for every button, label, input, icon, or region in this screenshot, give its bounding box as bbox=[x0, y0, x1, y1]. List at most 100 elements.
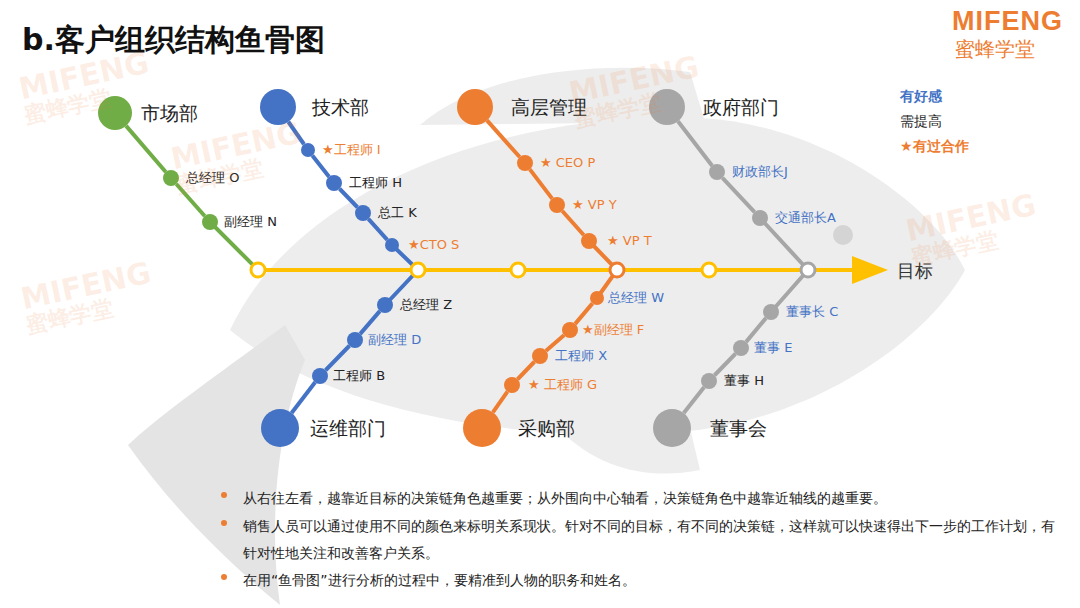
bone-segment bbox=[575, 303, 592, 324]
person-dot: ★ CEO P bbox=[517, 155, 533, 171]
spine-joint bbox=[702, 263, 716, 277]
category-label: 技术部 bbox=[312, 96, 369, 119]
person-dot: ★ VP Y bbox=[549, 197, 565, 213]
person-label: ★副经理 F bbox=[582, 322, 644, 338]
person-dot: 董事 E bbox=[733, 340, 749, 356]
bullet-dot bbox=[221, 492, 227, 498]
person-dot: 董事长 C bbox=[763, 304, 779, 320]
category-label: 市场部 bbox=[141, 102, 198, 125]
bone-stubs bbox=[210, 218, 808, 312]
category-circle: 运维部门 bbox=[261, 409, 299, 447]
bone-stub bbox=[760, 218, 808, 270]
person-label: 董事长 C bbox=[786, 304, 838, 320]
spine-joint bbox=[801, 263, 815, 277]
bone-line bbox=[518, 362, 535, 379]
person-dot: 副经理 D bbox=[347, 332, 363, 348]
person-dot: 总工 K bbox=[355, 205, 371, 221]
bone-line bbox=[326, 346, 350, 371]
person-dot: 董事 H bbox=[701, 373, 717, 389]
bone-line bbox=[312, 155, 329, 176]
person-dot: 工程师 H bbox=[326, 175, 342, 191]
note-text: 销售人员可以通过使用不同的颜色来标明关系现状。针对不同的目标，有不同的决策链，这… bbox=[243, 513, 1058, 567]
bone-segment bbox=[746, 318, 766, 342]
person-label: ★ CEO P bbox=[540, 155, 595, 171]
bone-line bbox=[530, 169, 552, 198]
person-label: 董事 H bbox=[724, 373, 764, 389]
logo-text: 蜜蜂学堂 bbox=[955, 36, 1035, 63]
person-dot: 工程师 X bbox=[532, 348, 548, 364]
category-circle: 高层管理 bbox=[457, 89, 493, 125]
person-label: ★工程师 I bbox=[322, 142, 381, 158]
bone-line bbox=[715, 354, 736, 376]
bone-segment bbox=[530, 169, 552, 198]
bone-segment bbox=[368, 219, 387, 240]
person-label: 总经理 Z bbox=[400, 297, 452, 313]
title: b.客户组织结构鱼骨图 bbox=[22, 20, 325, 61]
bone-line bbox=[575, 303, 592, 324]
person-label: 副经理 N bbox=[224, 214, 277, 230]
person-label: ★ VP Y bbox=[572, 197, 617, 213]
bone-line bbox=[340, 189, 358, 207]
spine-joint bbox=[610, 263, 624, 277]
legend-entry: 有好感 bbox=[900, 88, 942, 106]
person-dot: 副经理 N bbox=[202, 214, 218, 230]
person-label: ★ VP T bbox=[607, 233, 652, 249]
bone-line bbox=[126, 126, 166, 172]
bullet-dot bbox=[221, 574, 227, 580]
person-dot: 总经理 W bbox=[590, 291, 604, 305]
bullet-dot bbox=[221, 520, 227, 526]
person-label: ★CTO S bbox=[408, 237, 459, 253]
bone-line bbox=[493, 392, 508, 413]
person-label: ★ 工程师 G bbox=[528, 377, 597, 393]
bone-segment bbox=[684, 387, 704, 413]
person-dot: ★副经理 F bbox=[562, 322, 578, 338]
person-dot: ★CTO S bbox=[385, 238, 399, 252]
bone-line bbox=[746, 318, 766, 342]
person-label: 工程师 B bbox=[333, 368, 385, 384]
bone-segment bbox=[518, 362, 535, 379]
category-label: 董事会 bbox=[710, 417, 767, 440]
person-dot: ★ VP T bbox=[581, 233, 597, 249]
person-label: 总工 K bbox=[378, 205, 417, 221]
person-label: 副经理 D bbox=[368, 332, 421, 348]
category-label: 运维部门 bbox=[310, 417, 386, 440]
bullet-dots bbox=[221, 492, 227, 580]
spine-joint bbox=[411, 263, 425, 277]
person-label: 财政部长J bbox=[732, 164, 788, 180]
spine-joints bbox=[251, 263, 815, 277]
bone-line bbox=[487, 120, 520, 157]
person-label: 工程师 H bbox=[349, 175, 402, 191]
person-label: 工程师 X bbox=[555, 348, 607, 364]
fish-body bbox=[230, 117, 965, 434]
person-dot: 工程师 B bbox=[312, 368, 328, 384]
bone-segment bbox=[493, 392, 508, 413]
note-text: 从右往左看，越靠近目标的决策链角色越重要；从外围向中心轴看，决策链角色中越靠近轴… bbox=[243, 485, 1058, 512]
logo-text: MIFENG bbox=[952, 6, 1063, 37]
bone-segment bbox=[562, 211, 583, 235]
person-label: 交通部长A bbox=[775, 210, 836, 226]
fish-tail bbox=[128, 325, 305, 605]
bone-line bbox=[722, 178, 754, 212]
legend-entry: 需提高 bbox=[900, 113, 942, 131]
bone-segment bbox=[678, 121, 712, 165]
bone-segment bbox=[312, 155, 329, 176]
person-dot: ★ 工程师 G bbox=[504, 377, 520, 393]
legend-entry: ★有过合作 bbox=[900, 138, 969, 156]
bone-segment bbox=[340, 189, 358, 207]
person-dot: 财政部长J bbox=[709, 164, 725, 180]
spine bbox=[258, 268, 858, 272]
spine-joint bbox=[511, 263, 525, 277]
bone-line bbox=[368, 219, 387, 240]
bone-line bbox=[292, 382, 316, 413]
bone-segment bbox=[326, 346, 350, 371]
bone-segment bbox=[715, 354, 736, 376]
note-text: 在用“鱼骨图”进行分析的过程中，要精准到人物的职务和姓名。 bbox=[243, 567, 1058, 594]
bone-line bbox=[562, 211, 583, 235]
category-circle: 采购部 bbox=[463, 409, 501, 447]
category-circle: 董事会 bbox=[653, 409, 691, 447]
bone-segment bbox=[722, 178, 754, 212]
person-label: 总经理 W bbox=[608, 290, 664, 306]
fish-eye bbox=[833, 225, 853, 245]
bone-line bbox=[360, 311, 380, 334]
bone-segment bbox=[126, 126, 166, 172]
